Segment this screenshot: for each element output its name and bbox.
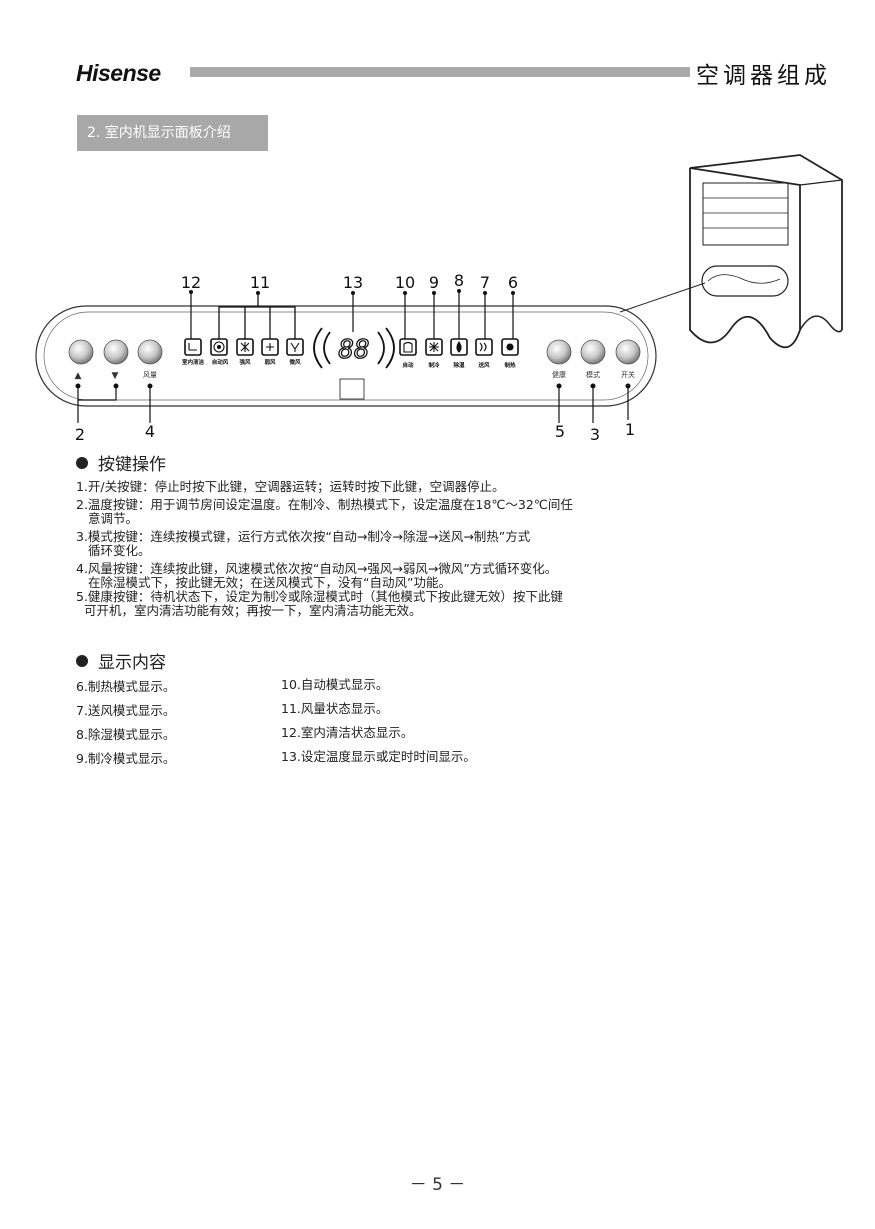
display-panel-diagram: ▲ ▼ 风量 健康 模式 开关 室内清洁 自动风 强风 弱风 <box>35 154 843 444</box>
health-label: 健康 <box>552 370 566 379</box>
display-digits: 88 <box>338 335 369 365</box>
bullet-icon <box>76 457 88 469</box>
svg-text:11: 11 <box>250 273 270 292</box>
svg-text:3: 3 <box>590 425 600 444</box>
svg-text:微风: 微风 <box>288 358 301 366</box>
temp-down-button <box>103 339 129 365</box>
auto-mode-icon <box>399 338 417 356</box>
svg-text:自动风: 自动风 <box>212 358 229 366</box>
heat-mode-icon <box>501 338 519 356</box>
key-item-2: 2.温度按键：用于调节房间设定温度。在制冷、制热模式下，设定温度在18℃～32℃… <box>76 497 573 526</box>
svg-text:8: 8 <box>454 271 464 290</box>
mode-label: 模式 <box>586 370 600 379</box>
svg-text:1: 1 <box>625 420 635 439</box>
svg-text:13: 13 <box>343 273 363 292</box>
svg-text:2: 2 <box>75 425 85 444</box>
clean-icon <box>184 338 202 356</box>
down-arrow-label: ▼ <box>112 371 119 381</box>
key-item-3: 3.模式按键：连续按模式键，运行方式依次按“自动→制冷→除湿→送风→制热”方式循… <box>76 529 531 558</box>
receiver-window <box>339 378 365 400</box>
indoor-unit-illustration <box>619 154 843 349</box>
svg-text:9: 9 <box>429 273 439 292</box>
panel-outline <box>35 305 657 407</box>
temp-display <box>313 327 395 369</box>
svg-text:除湿: 除湿 <box>453 361 465 369</box>
svg-text:强风: 强风 <box>239 358 251 366</box>
header-bar <box>190 67 690 77</box>
svg-text:自动: 自动 <box>402 361 414 369</box>
key-item-5: 5.健康按键：待机状态下，设定为制冷或除湿模式时（其他模式下按此键无效）按下此键… <box>76 589 563 618</box>
bullet-icon <box>76 655 88 667</box>
keys-heading: 按键操作 <box>76 450 166 475</box>
fan-button <box>137 339 163 365</box>
page-number: － 5 － <box>409 1175 466 1195</box>
fan-label: 风量 <box>143 371 157 379</box>
svg-text:5: 5 <box>555 422 565 441</box>
svg-text:制热: 制热 <box>504 361 516 369</box>
svg-text:制冷: 制冷 <box>428 361 440 369</box>
section-tag: 2. 室内机显示面板介绍 <box>77 115 268 151</box>
power-button <box>615 339 641 365</box>
breeze-fan-icon <box>286 338 304 356</box>
svg-text:弱风: 弱风 <box>264 358 276 366</box>
mode-button <box>580 339 606 365</box>
fan-mode-icon <box>475 338 493 356</box>
display-list-left: 6.制热模式显示。 7.送风模式显示。 8.除湿模式显示。 9.制冷模式显示。 <box>76 679 176 766</box>
svg-text:10: 10 <box>395 273 415 292</box>
keys-list: 1.开/关按键：停止时按下此键，空调器运转；运转时按下此键，空调器停止。 2.温… <box>76 480 676 622</box>
up-arrow-label: ▲ <box>75 371 82 381</box>
temp-up-button <box>68 339 94 365</box>
svg-text:送风: 送风 <box>477 361 490 369</box>
display-heading: 显示内容 <box>76 648 166 673</box>
key-item-1: 1.开/关按键：停止时按下此键，空调器运转；运转时按下此键，空调器停止。 <box>76 479 505 494</box>
health-button <box>546 339 572 365</box>
page-title: 空调器组成 <box>696 63 831 89</box>
svg-text:4: 4 <box>145 422 155 441</box>
power-label: 开关 <box>621 370 635 379</box>
key-item-4: 4.风量按键：连续按此键，风速模式依次按“自动风→强风→弱风→微风”方式循环变化… <box>76 561 558 590</box>
svg-text:6: 6 <box>508 273 518 292</box>
svg-text:室内清洁: 室内清洁 <box>182 358 205 366</box>
brand-logo: Hisense <box>76 60 161 86</box>
svg-text:7: 7 <box>480 273 490 292</box>
display-list-right: 10.自动模式显示。 11.风量状态显示。 12.室内清洁状态显示。 13.设定… <box>281 677 476 764</box>
svg-text:12: 12 <box>181 273 201 292</box>
